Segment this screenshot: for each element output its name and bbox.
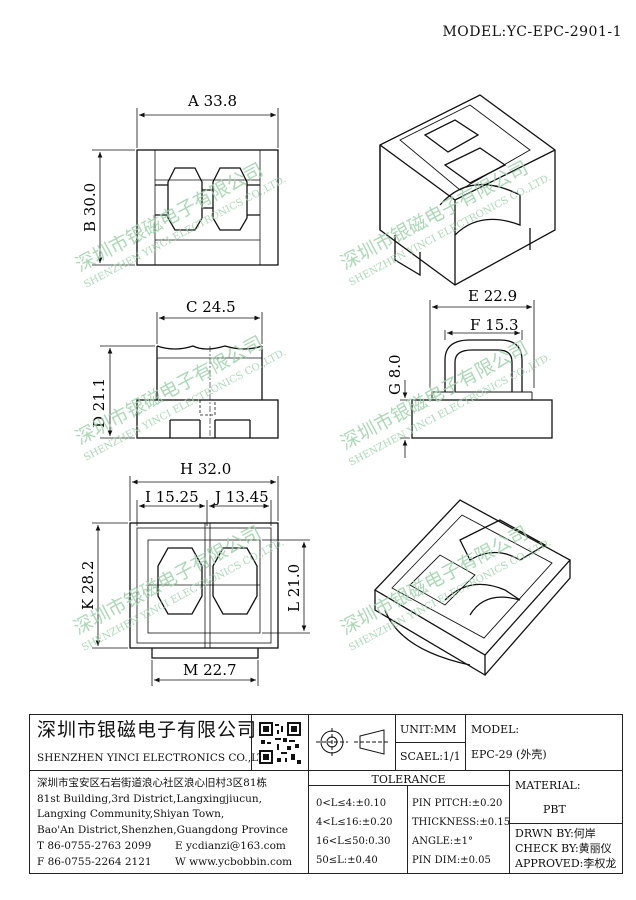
model-label: MODEL: (471, 723, 520, 736)
dim-f-label: F 15.3 (470, 316, 519, 334)
divider (308, 785, 509, 786)
dim-g (400, 380, 410, 458)
tolerance-row: 4<L≤16:±0.20 (316, 817, 393, 828)
divider (395, 742, 465, 743)
dim-i-label: I 15.25 (145, 488, 199, 506)
pin-tolerance-list: PIN PITCH:±0.20 THICKNESS:±0.15 ANGLE:±1… (412, 794, 510, 870)
address-line: Bao'An District,Shenzhen,Guangdong Provi… (37, 823, 288, 836)
divider (407, 785, 408, 874)
iso-view-bottom (373, 499, 572, 677)
dim-c (156, 312, 263, 344)
dim-d (100, 345, 155, 439)
watermark-cn: 深圳市银磁电子有限公司 (337, 157, 532, 275)
model-value: EPC-29 (外壳) (471, 748, 547, 761)
divider (30, 770, 622, 771)
material-label: MATERIAL: (515, 779, 581, 792)
tolerance-row: 0<L≤4:±0.10 (316, 798, 387, 809)
divider (308, 715, 309, 874)
fax: F 86-0755-2264 2121 (37, 856, 152, 868)
tolerance-row: 16<L≤50:0.30 (316, 836, 391, 847)
watermark-cn: 深圳市银磁电子有限公司 (337, 337, 532, 455)
watermark-cn: 深圳市银磁电子有限公司 (72, 159, 267, 277)
company-name-en: SHENZHEN YINCI ELECTRONICS CO.,LTD. (37, 752, 276, 764)
approved-by: APPROVED:李权龙 (515, 857, 617, 870)
watermark-en: SHENZHEN YINCI ELECTRONICS CO.,LTD. (82, 174, 288, 290)
pin-row: PIN PITCH:±0.20 (412, 798, 503, 809)
dim-b-label: B 30.0 (81, 183, 99, 232)
unit: UNIT:MM (400, 723, 457, 736)
pin-row: PIN DIM:±0.05 (412, 855, 491, 866)
address: 深圳市宝安区石岩街道浪心社区浪心旧村3区81栋 81st Building,3r… (37, 776, 305, 838)
projection-symbol-icon (314, 725, 390, 759)
dim-f (444, 330, 523, 340)
dim-l-label: L 21.0 (285, 564, 303, 612)
email: E ycdianzi@163.com (175, 840, 286, 852)
model-number: MODEL:YC-EPC-2901-1 (442, 24, 622, 40)
watermarks: 深圳市银磁电子有限公司 SHENZHEN YINCI ELECTRONICS C… (70, 157, 553, 654)
watermark-en: SHENZHEN YINCI ELECTRONICS CO.,LTD. (347, 172, 553, 288)
dim-e (429, 300, 535, 388)
dim-i-j (136, 500, 272, 526)
watermark-cn: 深圳市银磁电子有限公司 (70, 522, 265, 640)
phone: T 86-0755-2763 2099 (37, 840, 152, 852)
divider (509, 770, 510, 874)
website: W www.ycbobbin.com (175, 856, 293, 868)
top-view (136, 149, 279, 266)
dim-e-label: E 22.9 (468, 287, 517, 305)
dim-c-label: C 24.5 (186, 298, 236, 316)
dim-h-label: H 32.0 (180, 460, 231, 478)
dim-k-label: K 28.2 (79, 561, 97, 610)
address-line: 81st Building,3rd District,Langxingjiucu… (37, 792, 262, 805)
dim-d-label: D 21.1 (90, 378, 108, 428)
dim-a (136, 108, 279, 148)
divider (509, 823, 622, 824)
dim-b (92, 149, 135, 266)
dim-g-label: G 8.0 (386, 354, 404, 395)
tolerance-list: 0<L≤4:±0.10 4<L≤16:±0.20 16<L≤50:0.30 50… (316, 794, 393, 870)
dim-m (151, 660, 259, 686)
title-block: 深圳市银磁电子有限公司 SHENZHEN YINCI ELECTRONICS C… (29, 714, 623, 874)
check-by: CHECK BY:黄丽仪 (515, 842, 612, 855)
bottom-view (129, 522, 279, 659)
material-value: PBT (543, 803, 566, 816)
pin-row: ANGLE:±1° (412, 836, 474, 847)
drawn-by: DRWN BY:何岸 (515, 827, 596, 840)
watermark-en: SHENZHEN YINCI ELECTRONICS CO.,LTD. (80, 537, 286, 653)
watermark-en: SHENZHEN YINCI ELECTRONICS CO.,LTD. (347, 352, 553, 468)
address-line: Langxing Community,Shiyan Town, (37, 808, 225, 820)
qr-code-icon (259, 722, 301, 764)
dim-h (129, 476, 279, 521)
watermark-cn: 深圳市银磁电子有限公司 (337, 522, 532, 640)
tolerance-row: 50≤L:±0.40 (316, 855, 378, 866)
dim-a-label: A 33.8 (187, 92, 237, 110)
watermark-en: SHENZHEN YINCI ELECTRONICS CO.,LTD. (82, 347, 288, 463)
dim-k (92, 522, 128, 649)
front-view (136, 345, 279, 439)
tolerance-title: TOLERANCE (371, 773, 446, 786)
scale: SCAEL:1/1 (400, 750, 461, 763)
side-view (411, 339, 553, 439)
divider (251, 715, 252, 770)
company-name-cn: 深圳市银磁电子有限公司 (37, 719, 258, 741)
pin-row: THICKNESS:±0.15 (412, 817, 511, 828)
dim-m-label: M 22.7 (183, 661, 237, 679)
divider (465, 715, 466, 770)
dim-l (262, 539, 310, 634)
dim-j-label: J 13.45 (213, 488, 269, 506)
address-line: 深圳市宝安区石岩街道浪心社区浪心旧村3区81栋 (37, 777, 268, 789)
iso-view-top (379, 94, 556, 286)
